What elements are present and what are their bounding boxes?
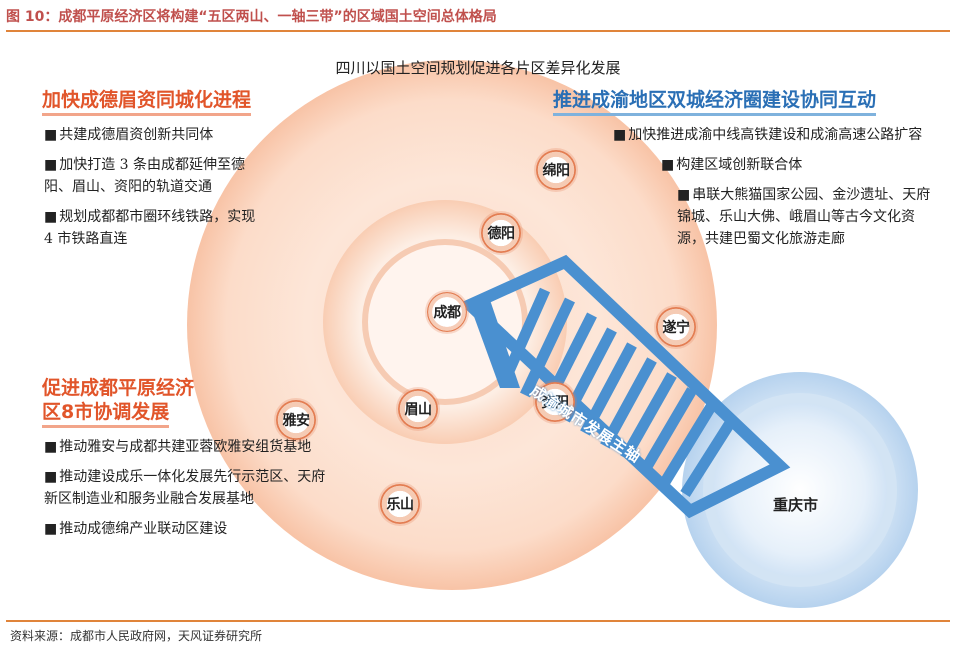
panel-bottom-left-heading-1: 促进成都平原经济 — [42, 377, 195, 399]
list-item: 构建区域创新联合体 — [661, 154, 933, 176]
blue-inner-ring — [703, 393, 897, 587]
list-item: 共建成德眉资创新共同体 — [44, 124, 266, 146]
list-item: 规划成都都市圈环线铁路，实现 4 市铁路直连 — [44, 206, 266, 250]
figure-title: 图 10：成都平原经济区将构建“五区两山、一轴三带”的区域国土空间总体格局 — [6, 9, 497, 25]
bottom-divider — [6, 620, 950, 622]
top-divider — [6, 30, 950, 32]
list-item: 推动建设成乐一体化发展先行示范区、天府新区制造业和服务业融合发展基地 — [44, 466, 326, 510]
list-item: 串联大熊猫国家公园、金沙遗址、天府锦城、乐山大佛、峨眉山等古今文化资源，共建巴蜀… — [677, 184, 933, 250]
figure-source: 资料来源：成都市人民政府网，天风证券研究所 — [10, 629, 263, 643]
panel-top-left-heading: 加快成德眉资同城化进程 — [42, 88, 252, 116]
list-item: 加快推进成渝中线高铁建设和成渝高速公路扩容 — [613, 124, 933, 146]
city-meishan: 眉山 — [398, 389, 438, 429]
city-mianyang: 绵阳 — [536, 150, 576, 190]
axis-outer-border — [459, 254, 791, 519]
city-suining: 遂宁 — [656, 307, 696, 347]
list-item: 加快打造 3 条由成都延伸至德阳、眉山、资阳的轨道交通 — [44, 154, 266, 198]
diagram-title: 四川以国土空间规划促进各片区差异化发展 — [335, 59, 621, 77]
city-chongqing: 重庆市 — [773, 496, 819, 514]
city-deyang: 德阳 — [481, 213, 521, 253]
panel-bottom-left-list: 推动雅安与成都共建亚蓉欧雅安组货基地 推动建设成乐一体化发展先行示范区、天府新区… — [44, 436, 326, 548]
city-chengdu: 成都 — [427, 292, 467, 332]
city-leshan: 乐山 — [380, 484, 420, 524]
panel-top-right-list: 加快推进成渝中线高铁建设和成渝高速公路扩容 构建区域创新联合体 串联大熊猫国家公… — [613, 124, 933, 258]
panel-top-left-list: 共建成德眉资创新共同体 加快打造 3 条由成都延伸至德阳、眉山、资阳的轨道交通 … — [44, 124, 266, 258]
list-item: 推动成德绵产业联动区建设 — [44, 518, 326, 540]
panel-top-right-heading: 推进成渝地区双城经济圈建设协同互动 — [553, 88, 877, 116]
list-item: 推动雅安与成都共建亚蓉欧雅安组货基地 — [44, 436, 326, 458]
panel-bottom-left-heading-2: 区8市协调发展 — [42, 400, 170, 428]
city-yaan: 雅安 — [276, 400, 316, 440]
city-ziyang: 资阳 — [535, 382, 575, 422]
